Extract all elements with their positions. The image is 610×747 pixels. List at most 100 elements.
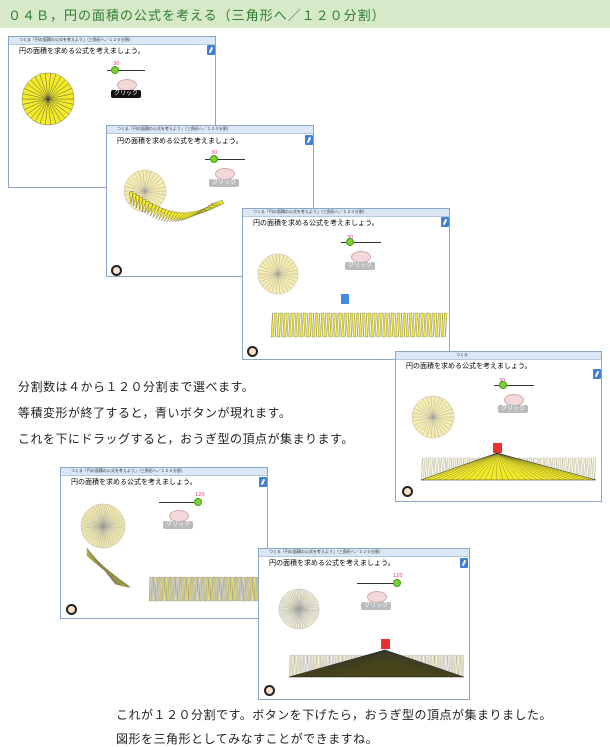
sector [199, 577, 201, 601]
sector [455, 655, 457, 677]
sector [421, 313, 424, 337]
sector [426, 313, 429, 337]
sector [312, 313, 315, 337]
sector [189, 577, 191, 601]
sector [195, 577, 197, 601]
sector [298, 655, 300, 677]
sector [415, 313, 418, 337]
sector [394, 313, 397, 337]
triangle-30 [412, 396, 596, 480]
sector [167, 577, 169, 601]
sector [300, 313, 303, 337]
sector [211, 577, 213, 601]
sector [219, 577, 221, 601]
sector [178, 577, 180, 601]
description-line: 等積変形が終了すると，青いボタンが現れます。 [18, 404, 291, 421]
screenshot-window-3: つくる「円の面積の公式を考えよう」（三角形へ／１２０分割） 円の面積を求める公式… [242, 208, 450, 360]
sector [333, 313, 336, 337]
sector [248, 577, 250, 601]
sector [222, 577, 224, 601]
sector [241, 577, 243, 601]
sector [303, 313, 306, 337]
sector [206, 577, 208, 601]
spiral-120 [81, 504, 259, 601]
sector [412, 313, 415, 337]
sector [153, 577, 155, 601]
sector [180, 577, 182, 601]
sector [232, 577, 234, 601]
sector [164, 577, 166, 601]
sector [418, 313, 421, 337]
sector [162, 577, 164, 601]
sector [175, 577, 177, 601]
sector [293, 655, 295, 677]
sector [274, 313, 277, 337]
sector [286, 313, 289, 337]
sector [271, 313, 274, 337]
sector [237, 577, 239, 601]
sector [252, 577, 254, 601]
sector [197, 577, 199, 601]
sector [291, 655, 293, 677]
sector [330, 313, 333, 337]
sector [155, 577, 157, 601]
sector [432, 313, 435, 337]
sector [350, 313, 353, 337]
sector [226, 577, 228, 601]
sector [385, 313, 388, 337]
sector [315, 313, 318, 337]
sector [324, 313, 327, 337]
sector [421, 458, 424, 480]
sector [338, 313, 341, 337]
sector [409, 313, 412, 337]
sector [292, 313, 295, 337]
sector [397, 313, 400, 337]
sector [424, 313, 427, 337]
description-line: これが１２０分割です。ボタンを下げたら，おうぎ型の頂点が集まりました。 [116, 706, 552, 723]
sector [228, 577, 230, 601]
sector [188, 577, 190, 601]
sector [250, 577, 252, 601]
description-line: 分割数は４から１２０分割まで選べます。 [18, 378, 254, 395]
sector [593, 458, 596, 480]
sector [156, 577, 158, 601]
circle-sectors [22, 73, 74, 125]
sector [444, 313, 447, 337]
sector [217, 577, 219, 601]
screenshot-window-5: つくる「円の面積の公式を考えよう」（三角形へ／１２０分割） 円の面積を求める公式… [60, 467, 268, 619]
sector [289, 313, 292, 337]
sector [462, 655, 464, 677]
sector [359, 313, 362, 337]
screenshot-window-6: つくる「円の面積の公式を考えよう」（三角形へ／１２０分割） 円の面積を求める公式… [258, 548, 470, 700]
sector [221, 577, 223, 601]
sector-row [258, 254, 447, 337]
sector [400, 313, 403, 337]
sector [202, 577, 204, 601]
sector [587, 458, 590, 480]
sector [255, 577, 257, 601]
sector [210, 577, 212, 601]
sector [191, 577, 193, 601]
sector [149, 577, 151, 601]
sector [186, 577, 188, 601]
sector [166, 577, 168, 601]
sector [438, 313, 441, 337]
sector [233, 577, 235, 601]
sector [368, 313, 371, 337]
sector [590, 458, 593, 480]
sector [213, 577, 215, 601]
sector [230, 577, 232, 601]
description-line: これを下にドラッグすると，おうぎ型の頂点が集まります。 [18, 430, 354, 447]
sector [182, 577, 184, 601]
sector [296, 655, 298, 677]
sector [297, 313, 300, 337]
sector [318, 313, 321, 337]
sector [244, 577, 246, 601]
sector [280, 313, 283, 337]
sector [347, 313, 350, 337]
sector [341, 313, 344, 337]
sector [336, 313, 339, 337]
page-title: ０４Ｂ，円の面積の公式を考える（三角形へ／１２０分割） [8, 5, 386, 24]
sector [177, 577, 179, 601]
sector [277, 313, 280, 337]
